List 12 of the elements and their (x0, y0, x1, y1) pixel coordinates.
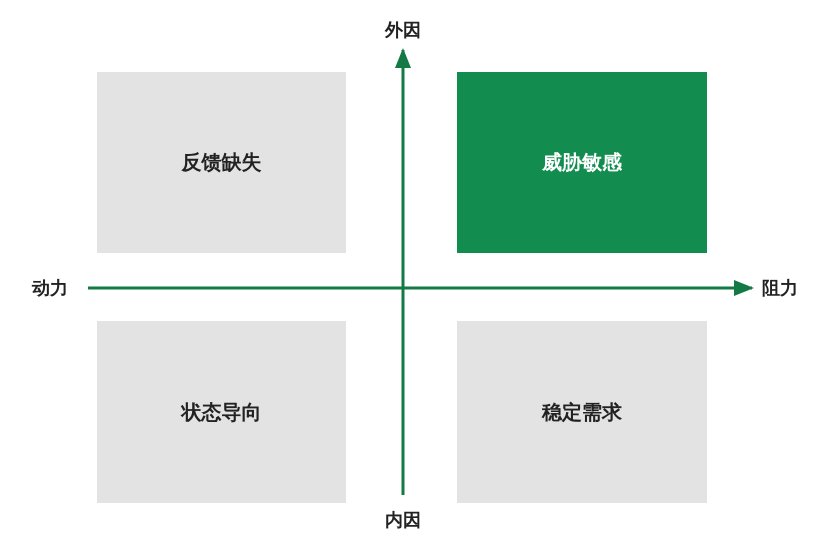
axis-label: 外因 (385, 19, 421, 42)
quadrant-box (457, 72, 707, 253)
quadrant-label: 威胁敏感 (542, 149, 622, 176)
quadrant-box (97, 72, 346, 253)
axis-label: 阻力 (762, 277, 798, 300)
quadrant-box (457, 321, 707, 503)
quadrant-label: 反馈缺失 (182, 149, 262, 176)
quadrant-box (97, 321, 346, 503)
axis-label: 动力 (32, 277, 68, 300)
quadrant-label: 稳定需求 (542, 398, 622, 426)
axis-label: 内因 (385, 509, 421, 532)
quadrant-label: 状态导向 (182, 398, 262, 426)
